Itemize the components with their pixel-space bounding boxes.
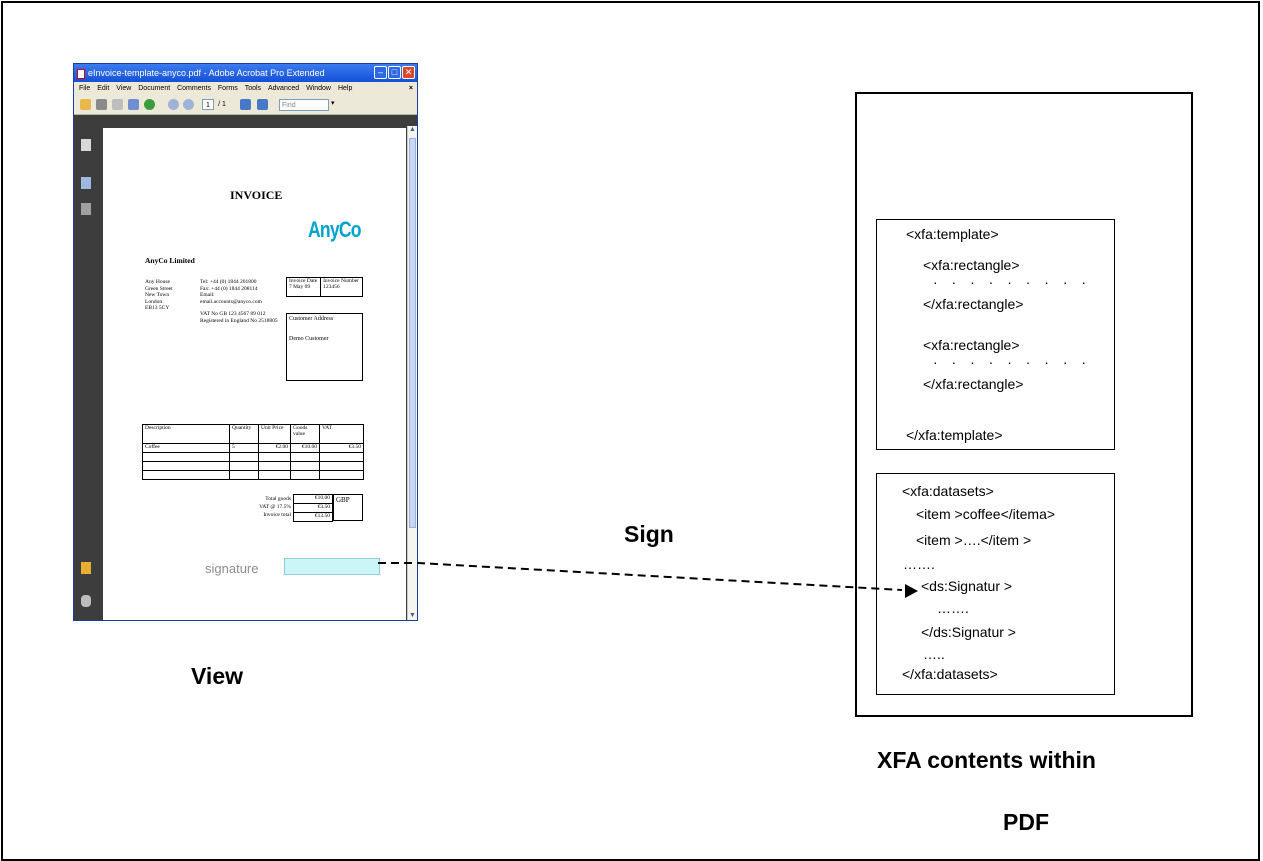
ellipsis-line-2: …….	[937, 600, 969, 616]
ellipsis-line-3: …..	[923, 646, 945, 662]
customer-address-label: Customer Address	[289, 316, 334, 322]
menu-document[interactable]: Document	[138, 85, 171, 92]
email-icon[interactable]	[128, 99, 139, 110]
totals-labels: Total goods VAT @ 17.5% Invoice total	[259, 496, 291, 518]
close-button[interactable]: ✕	[402, 66, 415, 79]
signature-label: signature	[205, 561, 259, 576]
invoice-number-value: 123456	[323, 284, 340, 290]
sign-connector	[378, 562, 918, 598]
customer-address-box: Customer Address Demo Customer	[286, 313, 363, 381]
template-open-tag: <xfa:template>	[906, 226, 999, 242]
invoice-page: INVOICE AnyCo AnyCo Limited Any House Gr…	[103, 128, 406, 620]
save-icon[interactable]	[112, 99, 123, 110]
menu-help[interactable]: Help	[337, 85, 353, 92]
ellipsis-line-1: …….	[903, 556, 935, 572]
menu-file[interactable]: File	[79, 85, 91, 92]
menu-comments[interactable]: Comments	[177, 85, 211, 92]
acrobat-menubar: File Edit View Document Comments Forms T…	[74, 82, 417, 95]
print-icon[interactable]	[96, 99, 107, 110]
menu-window[interactable]: Window	[306, 85, 331, 92]
acrobat-titlebar: eInvoice-template-anyco.pdf - Adobe Acro…	[74, 64, 417, 82]
acrobat-window-title: eInvoice-template-anyco.pdf - Adobe Acro…	[88, 68, 325, 78]
acrobat-toolbar: 1 / 1 Find ▾	[74, 95, 417, 115]
vertical-scrollbar[interactable]: ▲ ▼	[407, 126, 417, 620]
rectangle-open-tag-2: <xfa:rectangle>	[923, 337, 1020, 353]
datasets-close-tag: </xfa:datasets>	[902, 666, 998, 682]
bookmarks-panel-icon[interactable]	[81, 177, 91, 189]
item-ellipsis-tag: <item >….</item >	[916, 532, 1032, 548]
pdf-document-icon	[77, 68, 85, 79]
find-dropdown-icon[interactable]: ▾	[331, 100, 335, 107]
navigation-panel	[74, 115, 100, 620]
totals-table: €10.00 €3.50 €13.50	[293, 494, 333, 522]
dashed-connector-line	[378, 562, 903, 591]
menu-view[interactable]: View	[116, 85, 132, 92]
comments-panel-icon[interactable]	[81, 562, 91, 574]
next-page-icon[interactable]	[183, 99, 194, 110]
sign-label: Sign	[624, 521, 674, 547]
company-address: Any House Green Street New Town London E…	[145, 279, 173, 312]
find-input[interactable]: Find	[279, 99, 329, 111]
scroll-up-icon[interactable]: ▲	[409, 126, 416, 133]
scroll-thumb[interactable]	[409, 138, 416, 528]
company-contact: Tel: +44 (0) 1844 201800 Fax: +44 (0) 18…	[200, 279, 278, 324]
menu-forms[interactable]: Forms	[217, 85, 238, 92]
xfa-template-box: <xfa:template> <xfa:rectangle> · · · · ·…	[876, 219, 1115, 450]
xfa-datasets-box: <xfa:datasets> <item >coffee</itema> <it…	[876, 473, 1115, 695]
invoice-number-label: Invoice Number	[323, 278, 359, 284]
rectangle-close-tag-1: </xfa:rectangle>	[923, 296, 1024, 312]
company-name: AnyCo Limited	[145, 256, 195, 265]
datasets-open-tag: <xfa:datasets>	[902, 483, 994, 499]
rectangle-dots-2: · · · · · · · · ·	[933, 354, 1092, 370]
invoice-items-table: Description Quantity Unit Price Goods va…	[142, 424, 364, 480]
acrobat-window: eInvoice-template-anyco.pdf - Adobe Acro…	[73, 63, 418, 621]
signatures-panel-icon[interactable]	[81, 203, 91, 215]
signature-open-tag: <ds:Signatur >	[921, 578, 1013, 594]
view-label: View	[191, 663, 243, 689]
invoice-date-value: 7 May 09	[289, 284, 311, 290]
currency-box: GBP	[333, 494, 363, 521]
previous-page-icon[interactable]	[168, 99, 179, 110]
maximize-button[interactable]: □	[388, 66, 401, 79]
menu-tools[interactable]: Tools	[244, 85, 262, 92]
template-close-tag: </xfa:template>	[906, 427, 1003, 443]
page-number-input[interactable]: 1	[202, 99, 214, 110]
pages-panel-icon[interactable]	[81, 139, 91, 151]
open-folder-icon[interactable]	[80, 99, 91, 110]
table-row	[142, 470, 364, 480]
arrowhead-icon	[905, 584, 918, 598]
xfa-caption-line2: PDF	[1003, 809, 1049, 835]
rectangle-open-tag-1: <xfa:rectangle>	[923, 257, 1020, 273]
rectangle-close-tag-2: </xfa:rectangle>	[923, 376, 1024, 392]
invoice-date-label: Invoice Date	[289, 278, 318, 284]
minimize-button[interactable]: –	[374, 66, 387, 79]
fit-page-icon[interactable]	[240, 99, 251, 110]
anyco-logo: AnyCo	[308, 217, 362, 242]
menu-advanced[interactable]: Advanced	[268, 85, 300, 92]
invoice-heading: INVOICE	[230, 188, 283, 202]
item-coffee-tag: <item >coffee</itema>	[916, 506, 1056, 522]
collaborate-icon[interactable]	[144, 99, 155, 110]
menu-edit[interactable]: Edit	[97, 85, 110, 92]
rectangle-dots-1: · · · · · · · · ·	[933, 274, 1092, 290]
xfa-caption-line1: XFA contents within	[877, 747, 1096, 773]
fit-width-icon[interactable]	[257, 99, 268, 110]
scroll-down-icon[interactable]: ▼	[409, 612, 416, 619]
signature-close-tag: </ds:Signatur >	[921, 624, 1016, 640]
attachments-paperclip-icon[interactable]	[81, 595, 91, 607]
page-total: / 1	[218, 101, 226, 108]
signature-field[interactable]	[284, 558, 380, 575]
close-document-icon[interactable]: ×	[408, 85, 413, 92]
customer-name: Demo Customer	[289, 336, 329, 342]
